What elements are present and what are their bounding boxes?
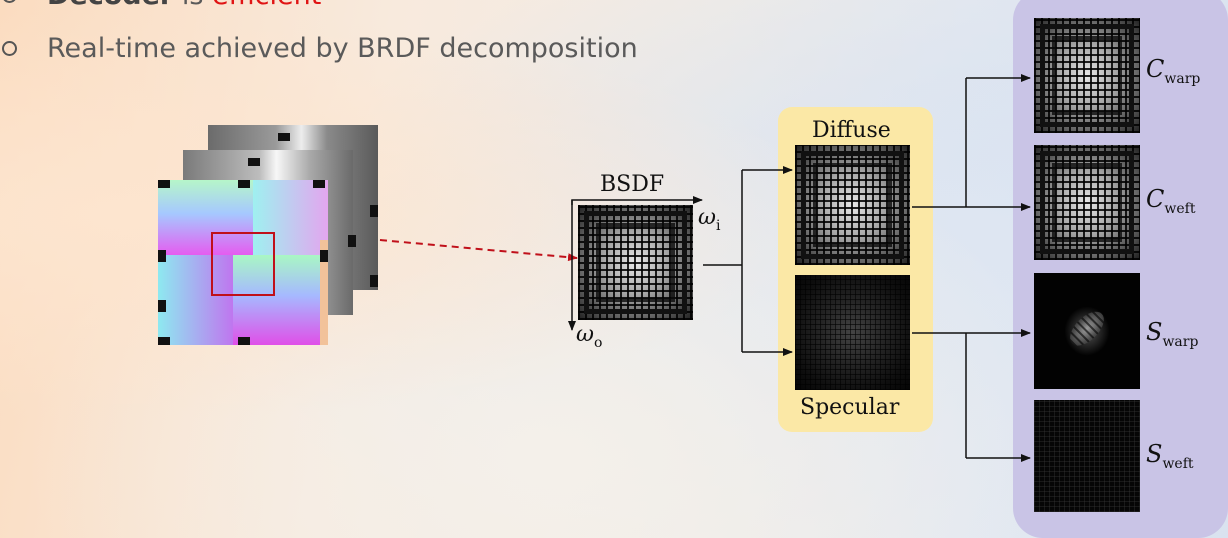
bullet-mid-text: is: [173, 0, 212, 11]
bullet-decoder-efficient: Decoder is efficient: [0, 0, 321, 11]
bsdf-image: [578, 205, 693, 320]
texture-cube: [158, 125, 383, 347]
bullet-realtime: Real-time achieved by BRDF decomposition: [0, 33, 638, 64]
cube-edge-mark: [370, 275, 378, 287]
bullet-text: Real-time achieved by BRDF decomposition: [47, 33, 638, 64]
bsdf-label: BSDF: [600, 172, 665, 197]
omega-o-label: ωo: [576, 322, 603, 351]
bullet-red-text: efficient: [212, 0, 321, 11]
cube-edge-mark: [370, 205, 378, 217]
c-weft-image: [1034, 145, 1140, 260]
diffuse-label: Diffuse: [812, 118, 891, 143]
omega-i-label: ωi: [698, 205, 721, 234]
s-weft-label: Sweft: [1146, 440, 1194, 472]
cube-front-face: [158, 180, 328, 345]
specular-label: Specular: [800, 395, 900, 420]
cube-edge-mark: [278, 133, 290, 141]
omega-i-axis: [571, 196, 703, 205]
c-weft-label: Cweft: [1146, 185, 1196, 217]
selection-box: [211, 232, 275, 296]
dashed-arrow: [379, 239, 578, 262]
bullet-circle-icon: [2, 41, 17, 56]
bullet-bold-text: Decoder: [47, 0, 173, 11]
cube-edge-mark: [248, 158, 260, 166]
cube-edge-mark: [348, 235, 356, 247]
specular-image: [795, 275, 910, 390]
c-warp-label: Cwarp: [1146, 55, 1201, 87]
diffuse-image: [795, 145, 910, 265]
s-warp-image: [1034, 273, 1140, 389]
c-warp-image: [1034, 18, 1140, 133]
s-warp-label: Swarp: [1146, 318, 1199, 350]
s-weft-image: [1034, 400, 1140, 512]
